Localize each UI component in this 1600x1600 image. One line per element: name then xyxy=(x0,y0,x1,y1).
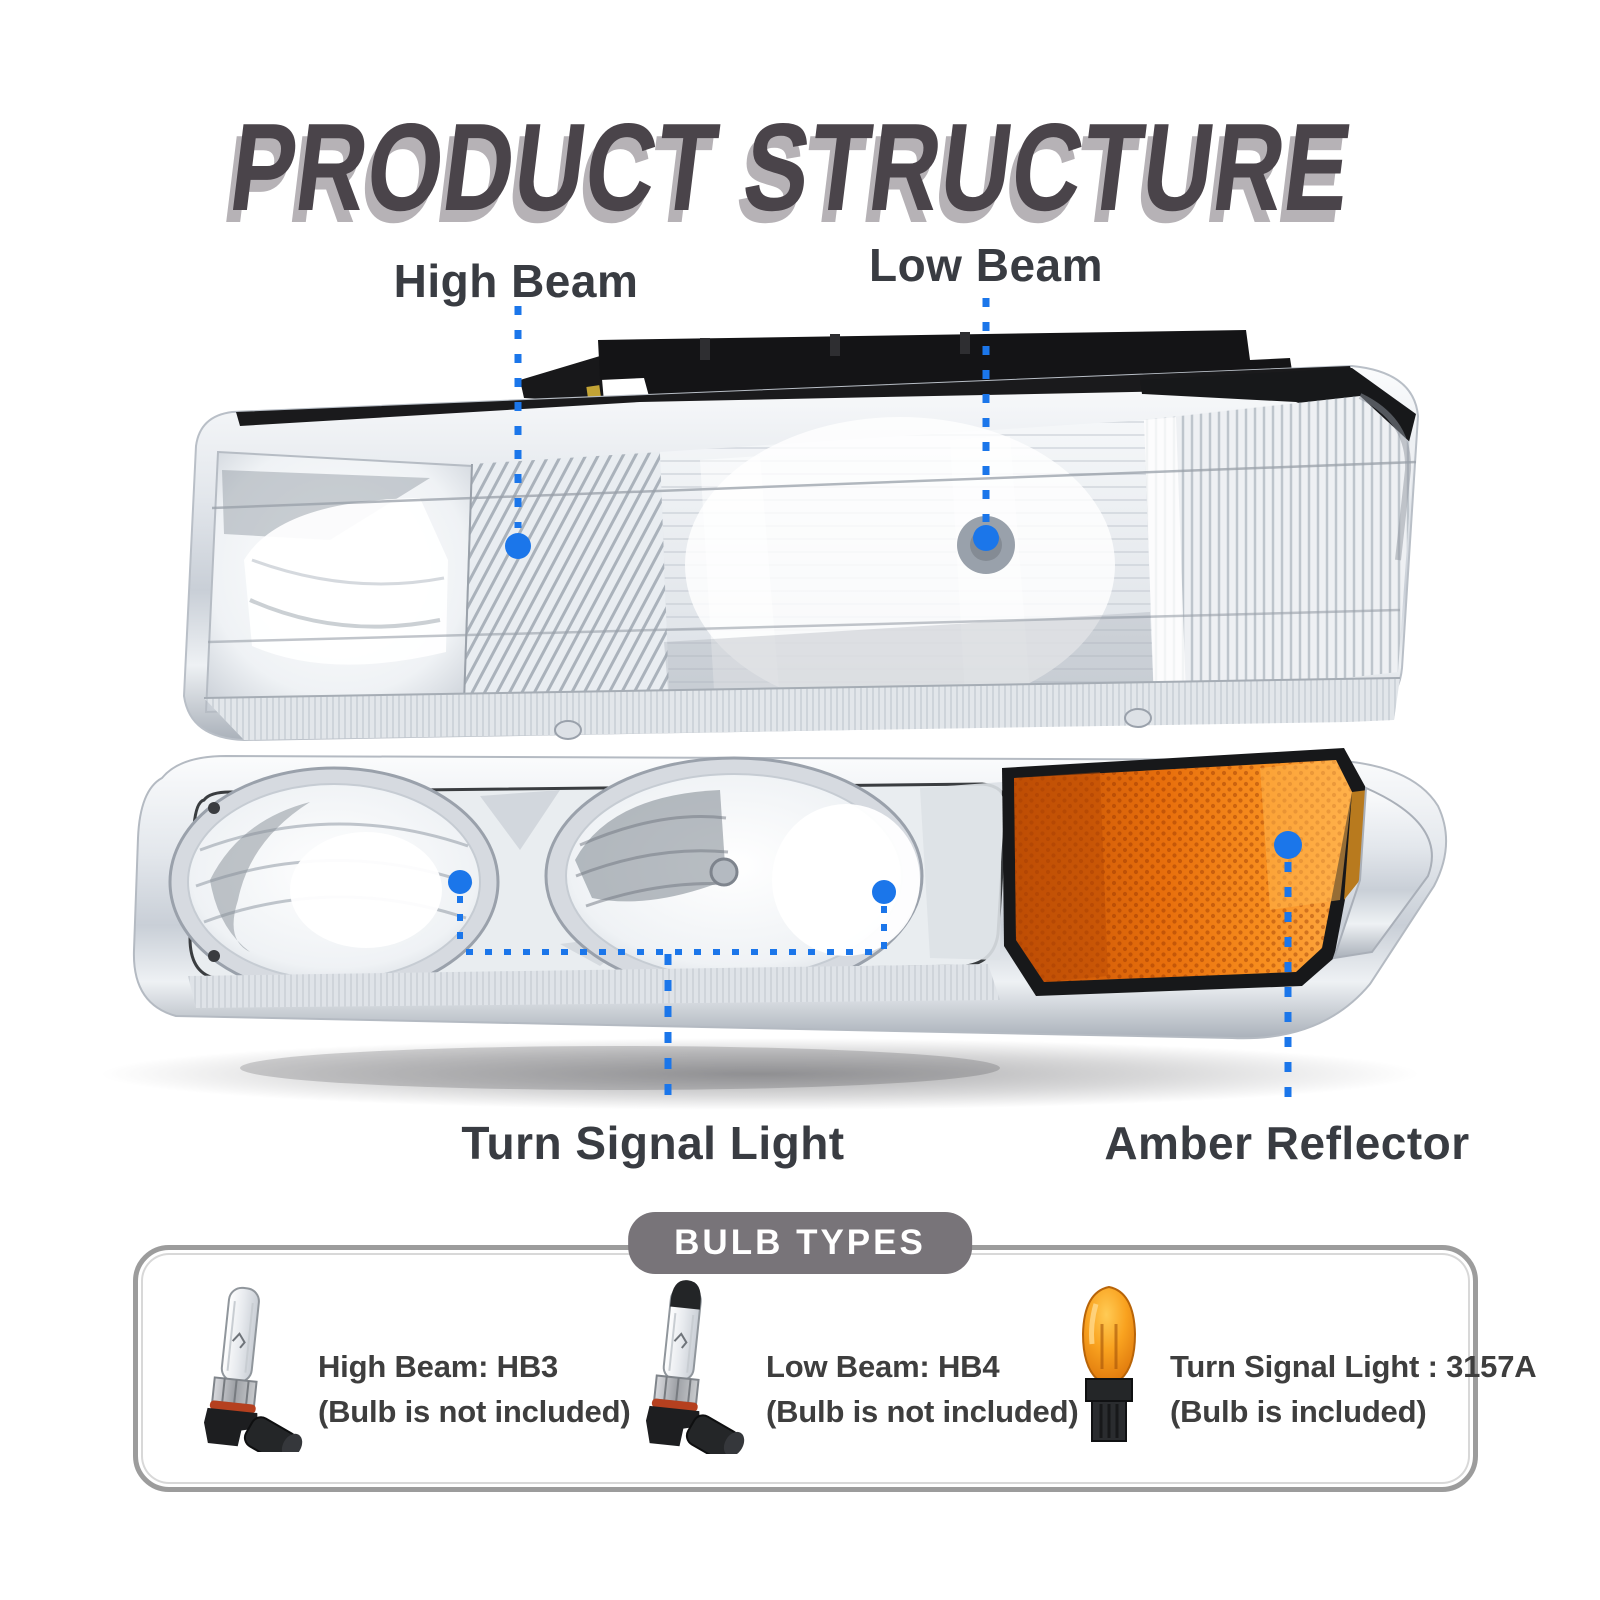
low-beam-dot xyxy=(973,525,999,551)
turn-signal-reflector xyxy=(544,756,924,996)
corner-trim xyxy=(1140,368,1416,446)
bulb-item-low-beam: Low Beam: HB4 (Bulb is not included) xyxy=(766,1344,1079,1434)
fluted-lens-band xyxy=(463,452,670,714)
page-title: PRODUCT STRUCTURE xyxy=(223,97,1360,237)
amber-reflector xyxy=(1002,748,1433,996)
bulb-note: (Bulb is not included) xyxy=(318,1394,631,1429)
turn-signal-dot-right xyxy=(872,880,896,904)
housing-bottom-lip xyxy=(203,677,1401,740)
bulb-name: Low Beam: HB4 xyxy=(766,1349,1000,1384)
turn-signal-label: Turn Signal Light xyxy=(461,1117,845,1169)
bulb-item-high-beam: High Beam: HB3 (Bulb is not included) xyxy=(318,1344,631,1434)
high-beam-label: High Beam xyxy=(393,255,639,307)
turn-signal-dot-left xyxy=(448,870,472,894)
callout-markers xyxy=(448,298,1302,1102)
high-beam-dot xyxy=(505,533,531,559)
bulb-types-badge: BULB TYPES xyxy=(628,1212,972,1274)
park-signal-lamp xyxy=(132,748,1448,1040)
bulb-types-box xyxy=(133,1245,1478,1492)
low-beam-reflector xyxy=(660,417,1154,714)
bulb-note: (Bulb is not included) xyxy=(766,1394,1079,1429)
low-beam-label: Low Beam xyxy=(868,239,1104,291)
amber-reflector-label: Amber Reflector xyxy=(1104,1117,1470,1169)
ground-shadow xyxy=(100,1038,1420,1110)
park-lamp-reflector-left xyxy=(168,766,500,998)
bulb-note: (Bulb is included) xyxy=(1170,1394,1427,1429)
page-title-wrap: PRODUCT STRUCTURE xyxy=(0,96,1600,236)
hb4-halogen-bulb-icon xyxy=(645,1280,745,1454)
corner-lens xyxy=(1144,393,1414,700)
3157a-amber-bulb-icon xyxy=(1081,1285,1137,1442)
headlight-housing xyxy=(182,330,1420,742)
bulb-name: High Beam: HB3 xyxy=(318,1349,559,1384)
hb3-halogen-bulb-icon xyxy=(203,1286,303,1452)
amber-reflector-dot xyxy=(1274,831,1302,859)
bulb-name: Turn Signal Light : 3157A xyxy=(1170,1349,1537,1384)
bulb-item-turn-signal: Turn Signal Light : 3157A (Bulb is inclu… xyxy=(1170,1344,1537,1434)
